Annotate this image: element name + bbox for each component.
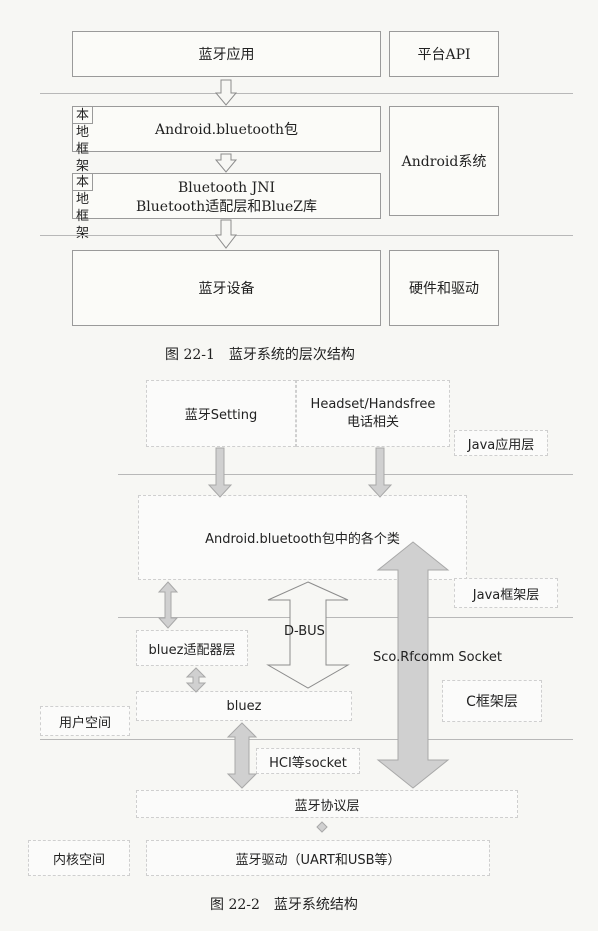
bt-device-box: 蓝牙设备 — [72, 250, 381, 326]
android-bt-classes-label: Android.bluetooth包中的各个类 — [205, 532, 400, 547]
bluez-label: bluez — [226, 698, 262, 714]
bt-protocol-layer-label: 蓝牙协议层 — [294, 798, 360, 814]
down-arrow-icon — [207, 447, 233, 498]
hci-socket-box: HCI等socket — [256, 748, 360, 774]
java-app-layer-box: Java应用层 — [454, 430, 548, 456]
c-framework-layer-box: C框架层 — [442, 680, 542, 722]
phone-related-label: 电话相关 — [346, 414, 399, 430]
platform-api-box: 平台API — [389, 31, 499, 77]
platform-api-label: 平台API — [417, 47, 471, 63]
down-arrow-icon — [367, 447, 393, 498]
java-app-layer-label: Java应用层 — [467, 437, 535, 453]
local-framework-tag-2: 本地框架 — [72, 173, 94, 241]
hw-driver-label: 硬件和驱动 — [409, 281, 479, 297]
bluez-adapter-box: bluez适配器层 — [136, 630, 248, 666]
divider-3 — [118, 474, 573, 475]
headset-box: Headset/Handsfree 电话相关 — [296, 380, 450, 447]
java-framework-layer-label: Java框架层 — [472, 587, 540, 603]
bt-device-label: 蓝牙设备 — [198, 281, 255, 297]
bt-app-box: 蓝牙应用 — [72, 31, 381, 77]
bt-setting-label: 蓝牙Setting — [184, 408, 258, 423]
connector-diamond-icon — [316, 821, 328, 833]
bt-setting-box: 蓝牙Setting — [146, 380, 296, 447]
divider-5 — [40, 739, 573, 740]
bt-app-label: 蓝牙应用 — [198, 47, 255, 63]
bt-adapter-bluez-label: Bluetooth适配层和BlueZ库 — [136, 199, 317, 215]
android-bt-pkg-label: Android.bluetooth包 — [155, 122, 298, 138]
bt-driver-box: 蓝牙驱动（UART和USB等） — [146, 840, 490, 876]
c-framework-layer-label: C框架层 — [466, 694, 518, 710]
hw-driver-box: 硬件和驱动 — [389, 250, 499, 326]
down-arrow-icon — [214, 153, 238, 173]
bluez-adapter-label: bluez适配器层 — [148, 642, 236, 658]
down-arrow-icon — [214, 219, 238, 249]
fig2-caption: 图 22-2 蓝牙系统结构 — [210, 897, 358, 913]
android-system-box: Android系统 — [389, 106, 499, 216]
sco-rfcomm-double-arrow-icon — [376, 541, 450, 789]
headset-label: Headset/Handsfree — [310, 396, 436, 412]
double-arrow-icon — [157, 581, 179, 629]
divider-1 — [40, 93, 573, 94]
hci-socket-label: HCI等socket — [269, 755, 347, 771]
divider-4 — [118, 617, 573, 618]
bt-driver-label: 蓝牙驱动（UART和USB等） — [235, 852, 401, 868]
user-space-box: 用户空间 — [40, 706, 130, 736]
down-arrow-icon — [214, 79, 238, 106]
sco-rfcomm-label: Sco.Rfcomm Socket — [373, 650, 502, 665]
d-bus-double-arrow-icon — [266, 581, 350, 689]
bt-protocol-layer-box: 蓝牙协议层 — [136, 790, 518, 818]
user-space-label: 用户空间 — [58, 715, 111, 731]
android-bt-pkg-box: Android.bluetooth包 — [72, 106, 381, 152]
hci-double-arrow-icon — [226, 722, 258, 789]
bt-jni-box: Bluetooth JNI Bluetooth适配层和BlueZ库 — [72, 173, 381, 219]
kernel-space-box: 内核空间 — [28, 840, 130, 876]
fig1-caption: 图 22-1 蓝牙系统的层次结构 — [165, 347, 355, 363]
java-framework-layer-box: Java框架层 — [454, 578, 558, 608]
local-framework-tag-1: 本地框架 — [72, 106, 94, 174]
kernel-space-label: 内核空间 — [52, 852, 105, 868]
android-system-label: Android系统 — [401, 154, 487, 170]
d-bus-label: D-BUS — [284, 624, 325, 639]
divider-2 — [40, 235, 573, 236]
bluez-box: bluez — [136, 691, 352, 721]
bt-jni-label: Bluetooth JNI — [177, 180, 276, 196]
double-arrow-icon — [185, 667, 207, 693]
